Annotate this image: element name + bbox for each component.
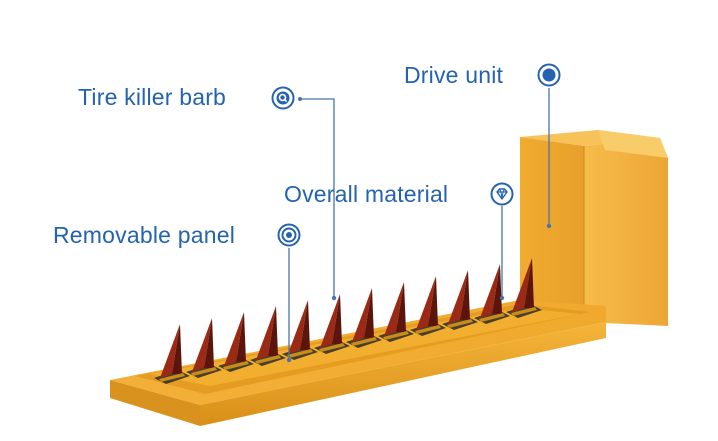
- leader-dots: [286, 97, 552, 363]
- spike: [506, 258, 542, 318]
- spike: [186, 318, 222, 378]
- spike: [218, 312, 254, 372]
- spike: [410, 276, 446, 336]
- label-drive-unit: Drive unit: [404, 62, 504, 88]
- label-tire-killer-barb: Tire killer barb: [78, 84, 227, 110]
- concentric-circle-icon: [277, 223, 301, 247]
- leader-lines: [288, 88, 550, 360]
- label-overall-material: Overall material: [284, 181, 449, 207]
- leader-line-tire-killer-barb: [300, 98, 335, 298]
- spike: [250, 306, 286, 366]
- spike-row: [154, 258, 542, 384]
- spike: [282, 300, 318, 360]
- diamond-icon: [490, 182, 514, 206]
- spike: [346, 288, 382, 348]
- spike: [442, 270, 478, 330]
- spike: [314, 294, 350, 354]
- spike: [154, 324, 190, 384]
- label-removable-panel: Removable panel: [53, 222, 236, 248]
- drive-unit-box: [520, 130, 668, 326]
- spike: [474, 264, 510, 324]
- target-q-icon: [271, 86, 295, 110]
- base-platform: [110, 300, 606, 426]
- spike: [378, 282, 414, 342]
- dot-circle-icon: [537, 63, 561, 87]
